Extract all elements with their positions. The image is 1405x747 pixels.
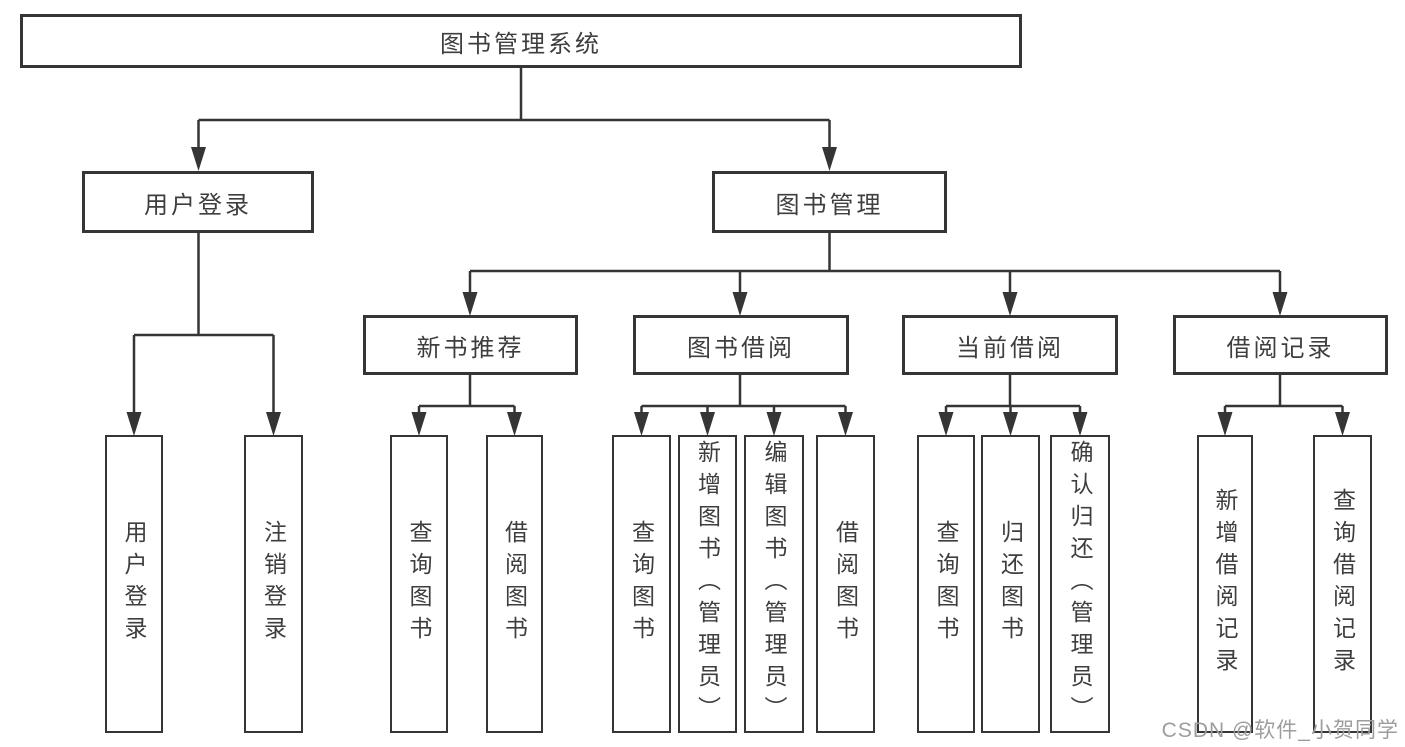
leaf-query-books-current: 查询图书 <box>917 435 975 733</box>
leaf-label: 查询图书 <box>933 520 959 648</box>
leaf-logout: 注销登录 <box>244 435 303 733</box>
leaf-label: 查询借阅记录 <box>1329 488 1356 680</box>
leaf-edit-books-admin: 编辑图书（管理员） <box>744 435 804 733</box>
leaf-confirm-return-admin: 确认归还（管理员） <box>1050 435 1110 733</box>
leaf-query-books-recommend: 查询图书 <box>390 435 448 733</box>
leaf-query-books-borrowing: 查询图书 <box>612 435 671 733</box>
leaf-label: 新增借阅记录 <box>1212 488 1238 680</box>
leaf-label: 查询图书 <box>628 520 655 648</box>
leaf-label: 归还图书 <box>997 520 1024 648</box>
node-label: 新书推荐 <box>416 334 525 362</box>
leaf-label: 借阅图书 <box>832 520 859 648</box>
node-label: 图书借阅 <box>687 334 795 362</box>
node-new-book-recommend: 新书推荐 <box>363 315 578 375</box>
leaf-user-login: 用户登录 <box>105 435 163 733</box>
node-book-borrowing: 图书借阅 <box>633 315 849 375</box>
node-user-login: 用户登录 <box>82 171 314 233</box>
leaf-borrow-books-recommend: 借阅图书 <box>486 435 543 733</box>
leaf-label: 查询图书 <box>406 520 432 648</box>
leaf-return-books: 归还图书 <box>981 435 1040 733</box>
node-library-system: 图书管理系统 <box>20 14 1022 68</box>
leaf-query-borrow-record: 查询借阅记录 <box>1313 435 1372 733</box>
node-current-borrowing: 当前借阅 <box>902 315 1118 375</box>
node-label: 图书管理系统 <box>440 30 602 58</box>
leaf-add-borrow-record: 新增借阅记录 <box>1197 435 1253 733</box>
watermark-text: CSDN @软件_小贺同学 <box>1161 719 1399 742</box>
leaf-label: 编辑图书（管理员） <box>761 440 787 728</box>
node-label: 当前借阅 <box>956 334 1064 362</box>
leaf-borrow-books: 借阅图书 <box>816 435 875 733</box>
leaf-label: 借阅图书 <box>501 520 528 648</box>
leaf-add-books-admin: 新增图书（管理员） <box>678 435 737 733</box>
node-label: 用户登录 <box>144 191 252 219</box>
node-book-management: 图书管理 <box>712 171 947 233</box>
leaf-label: 用户登录 <box>121 520 147 648</box>
leaf-label: 新增图书（管理员） <box>694 440 721 728</box>
node-borrowing-records: 借阅记录 <box>1173 315 1388 375</box>
leaf-label: 确认归还（管理员） <box>1067 440 1093 728</box>
node-label: 借阅记录 <box>1226 334 1335 362</box>
node-label: 图书管理 <box>775 191 884 219</box>
leaf-label: 注销登录 <box>260 520 287 648</box>
